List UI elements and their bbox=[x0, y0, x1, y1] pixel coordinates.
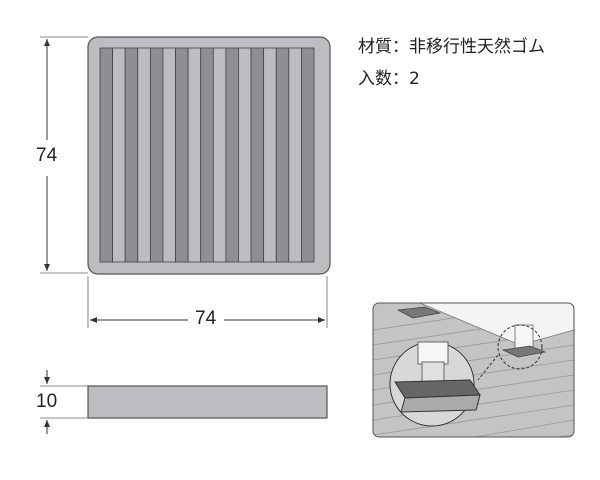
pad-ridge bbox=[175, 47, 189, 263]
pad-ridge bbox=[212, 47, 227, 263]
pad-ridge bbox=[99, 47, 113, 263]
pad-ridge bbox=[112, 47, 126, 263]
pad-ridge bbox=[200, 47, 214, 263]
height-label: 74 bbox=[36, 145, 58, 166]
pad-ridge bbox=[149, 47, 164, 263]
pad-ridges bbox=[99, 47, 315, 263]
pad-ridge bbox=[263, 47, 277, 263]
pad-ridge bbox=[288, 47, 302, 263]
pad-ridge bbox=[137, 47, 151, 263]
pad-ridge bbox=[124, 47, 139, 263]
pad-ridge bbox=[162, 47, 176, 263]
pad-ridge bbox=[250, 47, 265, 263]
material-spec: 材質：非移行性天然ゴム bbox=[358, 37, 545, 57]
thickness-label: 10 bbox=[36, 391, 58, 412]
quantity-spec: 入数：2 bbox=[358, 69, 420, 89]
pad-ridge bbox=[187, 47, 202, 263]
pad-ridge bbox=[225, 47, 239, 263]
pad-ridge bbox=[275, 47, 290, 263]
usage-illustration bbox=[372, 302, 575, 438]
pad-ridge bbox=[238, 47, 252, 263]
width-label: 74 bbox=[195, 308, 217, 329]
pad-top-view bbox=[87, 36, 331, 275]
pad-ridge bbox=[301, 47, 315, 263]
pad-side-view bbox=[87, 385, 328, 419]
